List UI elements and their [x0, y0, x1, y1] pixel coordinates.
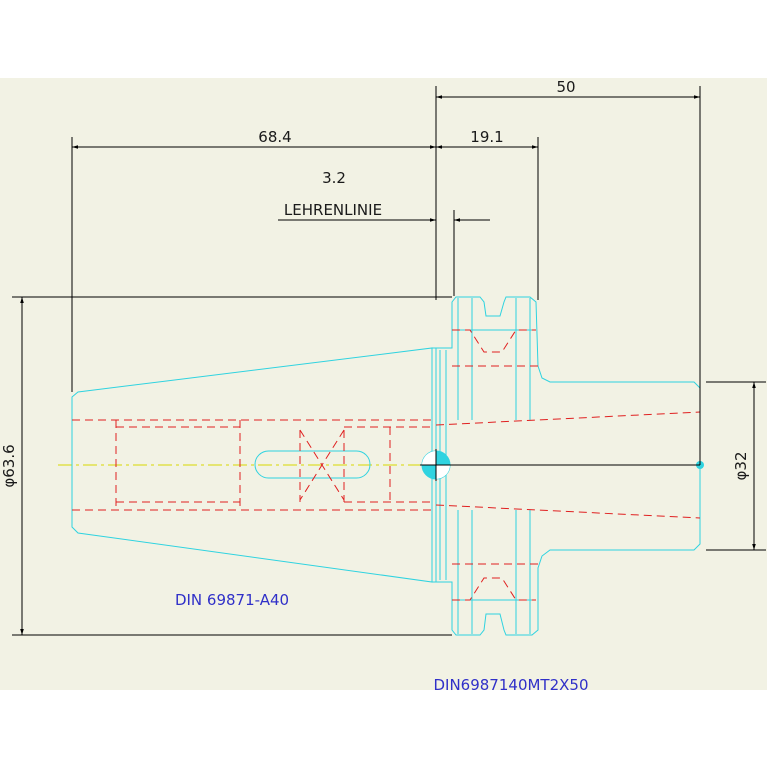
dim-19-1-label: 19.1: [470, 128, 503, 146]
dim-dia-32-label: φ32: [732, 452, 750, 481]
standard-label: DIN 69871-A40: [175, 591, 289, 609]
dimension-lines: [12, 86, 766, 636]
dim-dia-63-6-label: φ63.6: [0, 444, 18, 487]
part-code-label: DIN6987140MT2X50: [433, 676, 588, 694]
hidden-lines: [72, 329, 701, 601]
dim-50-label: 50: [556, 78, 575, 96]
dim-68-4-label: 68.4: [258, 128, 291, 146]
drawing-background: [0, 78, 767, 690]
lehrenlinie-label: LEHRENLINIE: [284, 201, 382, 219]
dim-3-2-label: 3.2: [322, 169, 346, 187]
slot-outline: [254, 450, 371, 479]
